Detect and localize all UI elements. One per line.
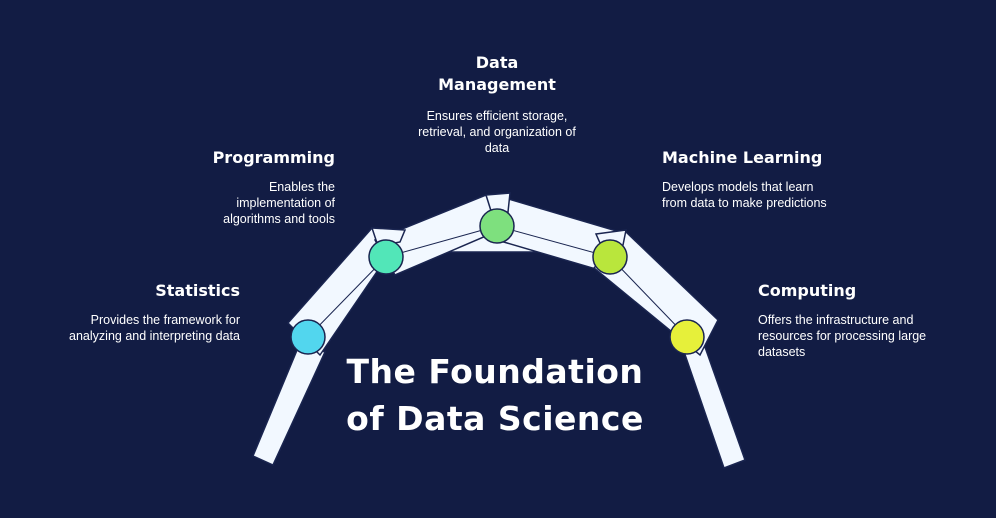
left-leg-beam (252, 342, 327, 466)
joint-cap-top (485, 192, 511, 215)
programming-description: Enables the implementation of algorithms… (223, 180, 335, 226)
machine-learning-node-icon (592, 239, 628, 275)
statistics-node-icon (290, 319, 326, 355)
programming-node-icon (368, 239, 404, 275)
computing-title: Computing (758, 281, 857, 300)
computing-description: Offers the infrastructure and resources … (758, 313, 927, 359)
page-title-line-1: The Foundation (346, 352, 644, 391)
cable-line (307, 256, 387, 338)
data-management-title: Data Management (438, 53, 556, 94)
statistics-label: Statistics Provides the framework for an… (55, 280, 240, 344)
machine-learning-description: Develops models that learn from data to … (662, 180, 827, 210)
computing-label: Computing Offers the infrastructure and … (758, 280, 958, 360)
data-management-description: Ensures efficient storage, retrieval, an… (418, 109, 576, 155)
statistics-description: Provides the framework for analyzing and… (69, 313, 240, 343)
programming-title: Programming (212, 148, 335, 167)
cable-line (496, 225, 611, 258)
computing-node-icon (669, 319, 705, 355)
statistics-title: Statistics (155, 281, 240, 300)
page-title-line-2: of Data Science (346, 399, 644, 438)
cable-line (385, 225, 498, 258)
machine-learning-label: Machine Learning Develops models that le… (662, 147, 862, 211)
page-title: The Foundation of Data Science (340, 348, 650, 442)
data-management-label: Data Management Ensures efficient storag… (397, 52, 597, 156)
cable-line (609, 256, 688, 338)
programming-label: Programming Enables the implementation o… (150, 147, 335, 227)
machine-learning-title: Machine Learning (662, 148, 823, 167)
data-management-node-icon (479, 208, 515, 244)
